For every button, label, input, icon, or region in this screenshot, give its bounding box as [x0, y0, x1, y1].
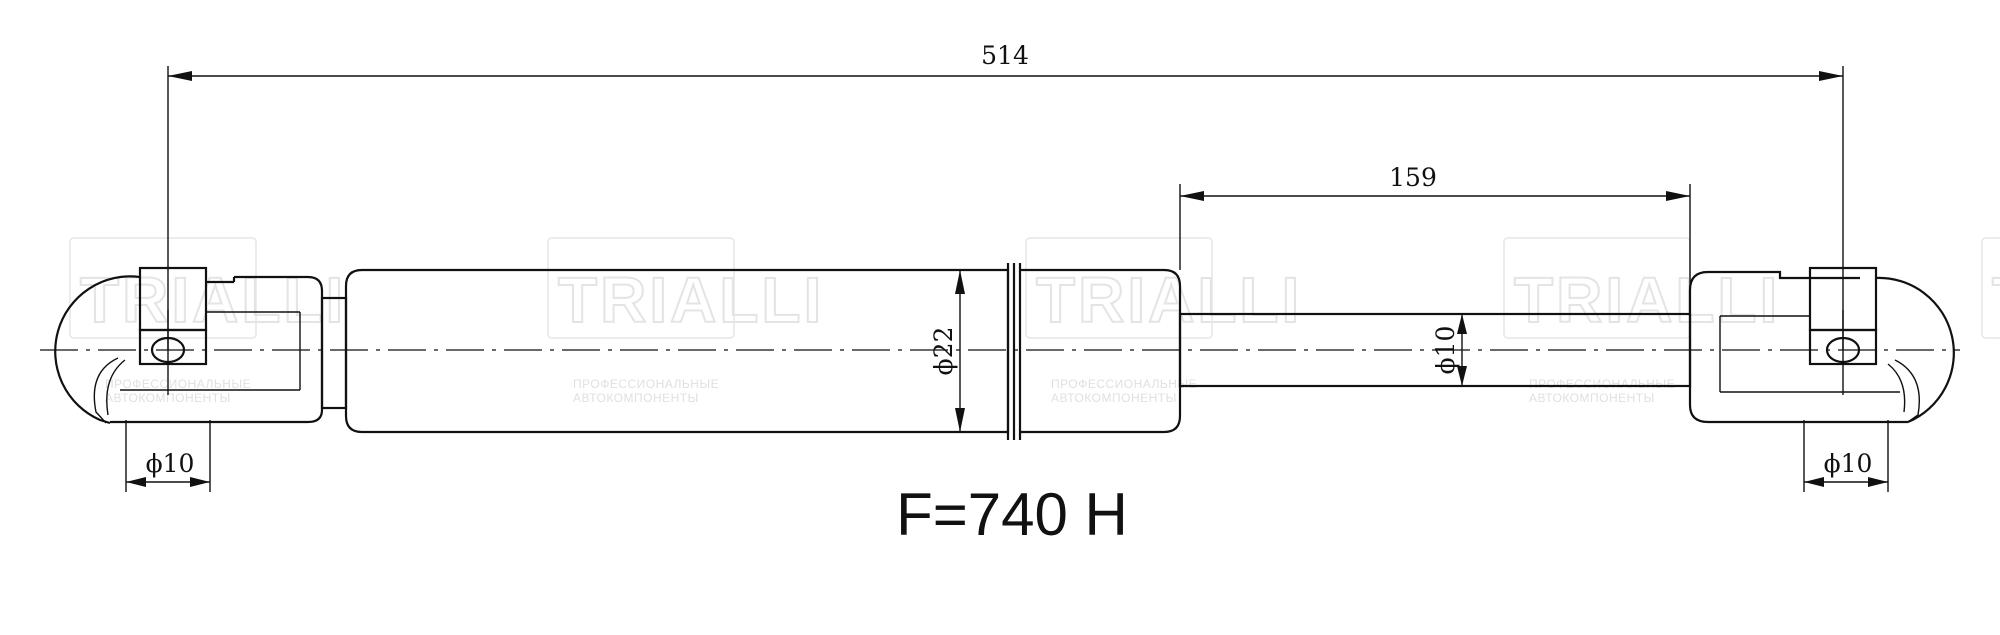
overall-length-label: 514	[981, 41, 1029, 70]
watermark-4: TRIALLI ПРОФЕССИОНАЛЬНЫЕ АВТОКОМПОНЕНТЫ	[1503, 237, 1780, 405]
right-eye-diameter-label: ϕ10	[1824, 449, 1873, 478]
body-diameter-label: ϕ22	[929, 327, 958, 376]
watermark-3: TRIALLI ПРОФЕССИОНАЛЬНЫЕ АВТОКОМПОНЕНТЫ	[1025, 237, 1302, 405]
dimension-body-diameter: ϕ22	[929, 270, 965, 432]
dimension-right-eye-diameter: ϕ10	[1803, 420, 1889, 492]
watermark-1: TRIALLI ПРОФЕССИОНАЛЬНЫЕ АВТОКОМПОНЕНТЫ	[69, 237, 346, 405]
watermark-5: TRIALLI	[1981, 237, 2000, 339]
svg-text:ПРОФЕССИОНАЛЬНЫЕ: ПРОФЕССИОНАЛЬНЫЕ	[1529, 377, 1675, 391]
dimension-rod-diameter: ϕ10	[1431, 314, 1467, 386]
rod-diameter-label: ϕ10	[1431, 326, 1460, 375]
svg-text:ПРОФЕССИОНАЛЬНЫЕ: ПРОФЕССИОНАЛЬНЫЕ	[105, 377, 251, 391]
force-label: F=740 H	[896, 481, 1128, 548]
svg-text:АВТОКОМПОНЕНТЫ: АВТОКОМПОНЕНТЫ	[1529, 391, 1655, 405]
svg-text:ПРОФЕССИОНАЛЬНЫЕ: ПРОФЕССИОНАЛЬНЫЕ	[1051, 377, 1197, 391]
svg-text:TRIALLI: TRIALLI	[1036, 264, 1302, 336]
left-eye-diameter-label: ϕ10	[146, 449, 195, 478]
watermark-2: TRIALLI ПРОФЕССИОНАЛЬНЫЕ АВТОКОМПОНЕНТЫ	[547, 237, 824, 405]
right-end-fitting	[1688, 266, 1955, 424]
svg-text:АВТОКОМПОНЕНТЫ: АВТОКОМПОНЕНТЫ	[105, 391, 231, 405]
svg-text:TRIALLI: TRIALLI	[1514, 264, 1780, 336]
left-end-fitting	[54, 266, 348, 425]
dimension-stroke-length: 159	[1179, 163, 1691, 314]
svg-text:TRIALLI: TRIALLI	[1992, 264, 2000, 336]
svg-text:АВТОКОМПОНЕНТЫ: АВТОКОМПОНЕНТЫ	[1051, 391, 1177, 405]
svg-text:TRIALLI: TRIALLI	[558, 264, 824, 336]
watermark-group: TRIALLI ПРОФЕССИОНАЛЬНЫЕ АВТОКОМПОНЕНТЫ …	[69, 237, 2000, 405]
svg-text:TRIALLI: TRIALLI	[80, 264, 346, 336]
dimension-overall-length: 514	[167, 41, 1844, 350]
svg-text:ПРОФЕССИОНАЛЬНЫЕ: ПРОФЕССИОНАЛЬНЫЕ	[573, 377, 719, 391]
svg-text:АВТОКОМПОНЕНТЫ: АВТОКОМПОНЕНТЫ	[573, 391, 699, 405]
stroke-length-label: 159	[1389, 163, 1437, 192]
dimension-left-eye-diameter: ϕ10	[125, 420, 211, 492]
